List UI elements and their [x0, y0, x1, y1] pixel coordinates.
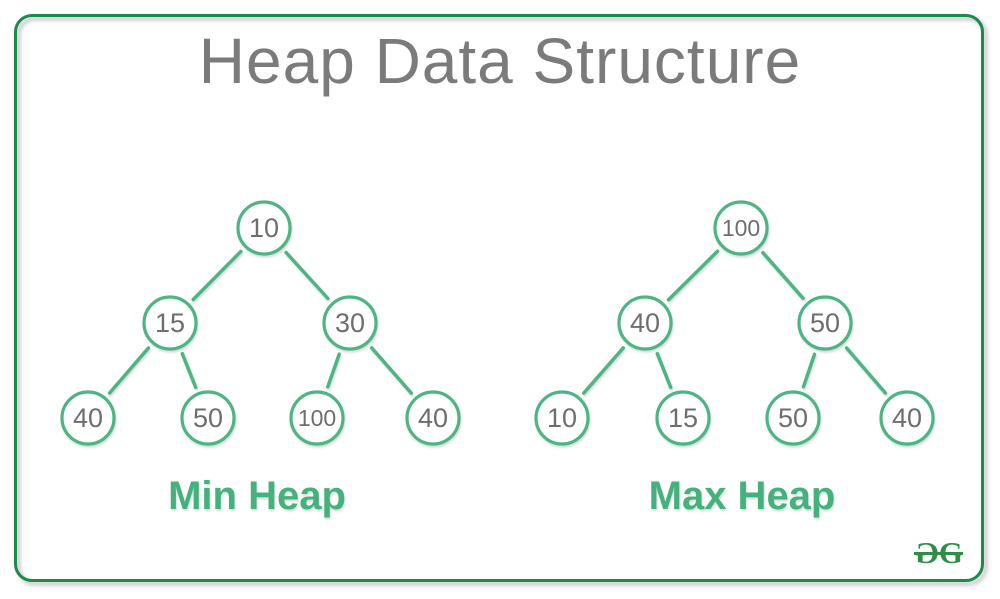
tree-node-value: 100: [722, 215, 760, 241]
tree-edge: [107, 346, 151, 395]
tree-node-circle: [236, 200, 292, 256]
tree-node-value: 15: [668, 403, 698, 433]
tree-node-circle: [617, 295, 673, 351]
tree-label: Min Heap: [168, 474, 346, 518]
tree-edge: [844, 346, 888, 395]
tree-node-circle: [879, 390, 935, 446]
tree-edge: [191, 249, 243, 302]
geeksforgeeks-logo: GG: [913, 535, 963, 570]
tree-edge: [284, 250, 330, 301]
tree-node-value: 40: [73, 403, 103, 433]
tree-edge: [666, 249, 720, 302]
tree-node-circle: [322, 295, 378, 351]
tree-node-circle: [180, 390, 236, 446]
tree-node-circle: [713, 200, 769, 256]
tree-node-value: 10: [547, 403, 577, 433]
tree-edge: [369, 346, 414, 395]
logo-strike-line: [913, 552, 963, 555]
tree-edge: [180, 351, 198, 390]
tree-node-circle: [534, 390, 590, 446]
tree-node-value: 100: [298, 405, 336, 431]
tree-edge: [655, 351, 673, 390]
tree-node-value: 40: [630, 308, 660, 338]
tree-node-value: 10: [249, 213, 279, 243]
tree-node-circle: [289, 390, 345, 446]
tree-node-value: 15: [155, 308, 185, 338]
tree-node-value: 30: [335, 308, 365, 338]
tree-node-circle: [655, 390, 711, 446]
page-title: Heap Data Structure: [198, 25, 802, 97]
tree-node-circle: [60, 390, 116, 446]
tree-node-value: 50: [810, 308, 840, 338]
tree-node-circle: [405, 390, 461, 446]
tree-label: Max Heap: [649, 474, 836, 518]
tree-node-value: 40: [418, 403, 448, 433]
tree-edge: [801, 352, 817, 389]
tree-node-circle: [797, 295, 853, 351]
tree-node-value: 50: [193, 403, 223, 433]
tree-edge: [761, 250, 805, 301]
tree-node-circle: [765, 390, 821, 446]
tree-edge: [581, 346, 626, 395]
tree-node-circle: [142, 295, 198, 351]
tree-node-value: 50: [778, 403, 808, 433]
tree-node-value: 40: [892, 403, 922, 433]
tree-edge: [326, 352, 341, 389]
